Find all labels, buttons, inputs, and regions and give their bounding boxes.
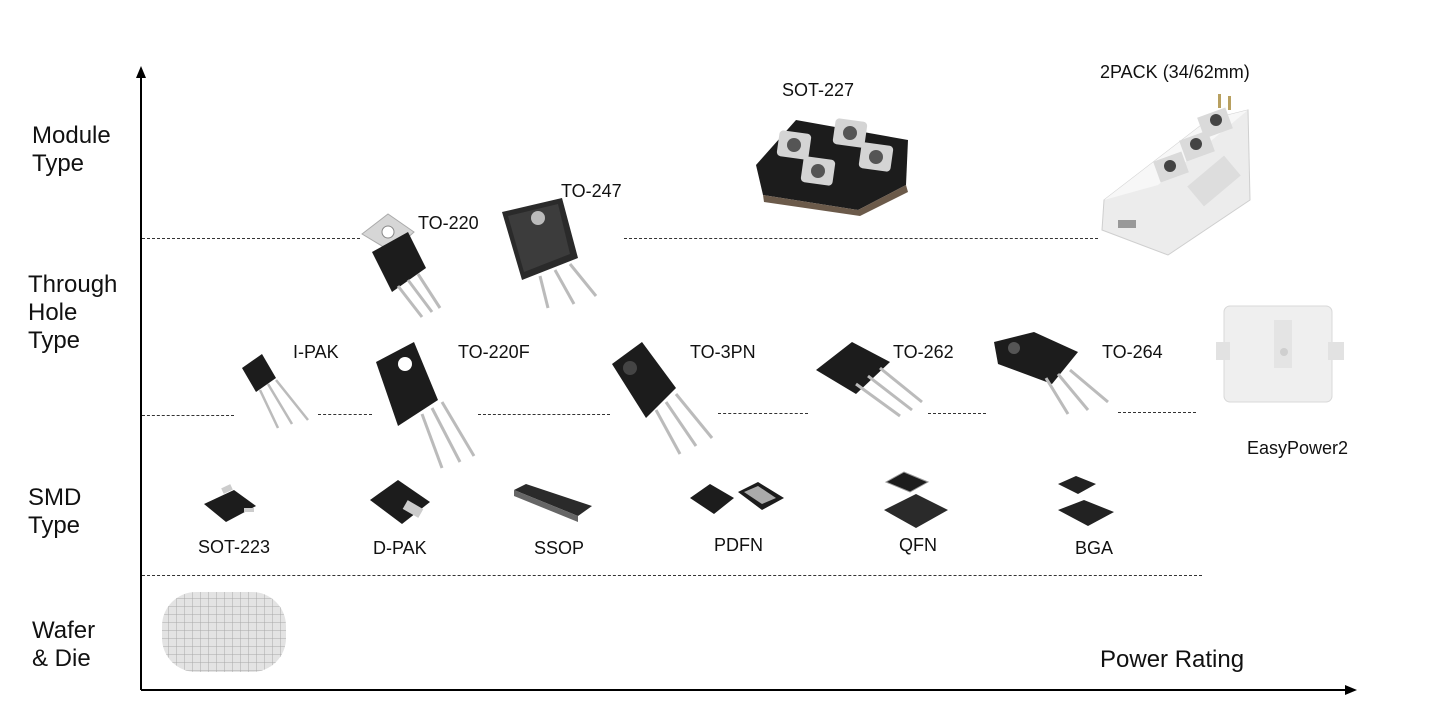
label-to220: TO-220	[418, 213, 479, 233]
ssop-image	[514, 484, 592, 522]
label-to262: TO-262	[893, 342, 954, 362]
separator-th-smd-3	[478, 414, 610, 415]
separator-th-smd-6	[1118, 412, 1196, 413]
label-easypower2: EasyPower2	[1247, 438, 1349, 458]
to247-image	[502, 198, 598, 309]
to220f-image	[376, 342, 476, 469]
label-to247: TO-247	[561, 181, 622, 201]
label-ssop: SSOP	[534, 538, 585, 558]
to264-image	[994, 332, 1109, 415]
label-bga: BGA	[1075, 538, 1114, 558]
pdfn-image	[690, 482, 784, 514]
sot223-image	[204, 484, 256, 522]
label-2pack: 2PACK (34/62mm)	[1100, 62, 1250, 82]
x-axis-arrow	[1345, 685, 1357, 695]
category-wafer: Wafer & Die	[32, 617, 96, 672]
easypower2-image	[1216, 305, 1344, 403]
to3pn-image	[612, 342, 714, 455]
label-pdfn: PDFN	[714, 535, 763, 555]
label-dpak: D-PAK	[373, 538, 427, 558]
to220-image	[361, 213, 442, 318]
label-sot227: SOT-227	[782, 80, 855, 100]
separator-module-th-1	[142, 238, 360, 239]
separator-th-smd-5	[928, 413, 986, 414]
qfn-image	[884, 471, 948, 528]
to262-image	[816, 342, 923, 418]
label-sot223: SOT-223	[198, 537, 271, 557]
category-smd: SMD Type	[28, 484, 82, 539]
2pack-image	[1101, 94, 1251, 256]
sot227-image	[756, 118, 908, 216]
separator-th-smd-2	[318, 414, 372, 415]
ipak-image	[242, 354, 309, 429]
separator-smd-wafer	[142, 575, 1202, 576]
label-to220f: TO-220F	[458, 342, 530, 362]
dpak-image	[370, 480, 430, 524]
category-through-hole: Through Hole Type	[28, 271, 118, 354]
label-to3pn: TO-3PN	[690, 342, 756, 362]
label-qfn: QFN	[899, 535, 937, 555]
separator-th-smd-4	[718, 413, 808, 414]
separator-module-th-2	[624, 238, 1098, 239]
wafer-image	[162, 592, 286, 672]
label-ipak: I-PAK	[293, 342, 339, 362]
label-to264: TO-264	[1102, 342, 1163, 362]
bga-image	[1058, 476, 1114, 526]
y-axis-arrow	[136, 66, 146, 78]
x-axis-label: Power Rating	[1100, 646, 1245, 673]
category-module: Module Type	[32, 122, 111, 177]
separator-th-smd-1	[142, 415, 234, 416]
